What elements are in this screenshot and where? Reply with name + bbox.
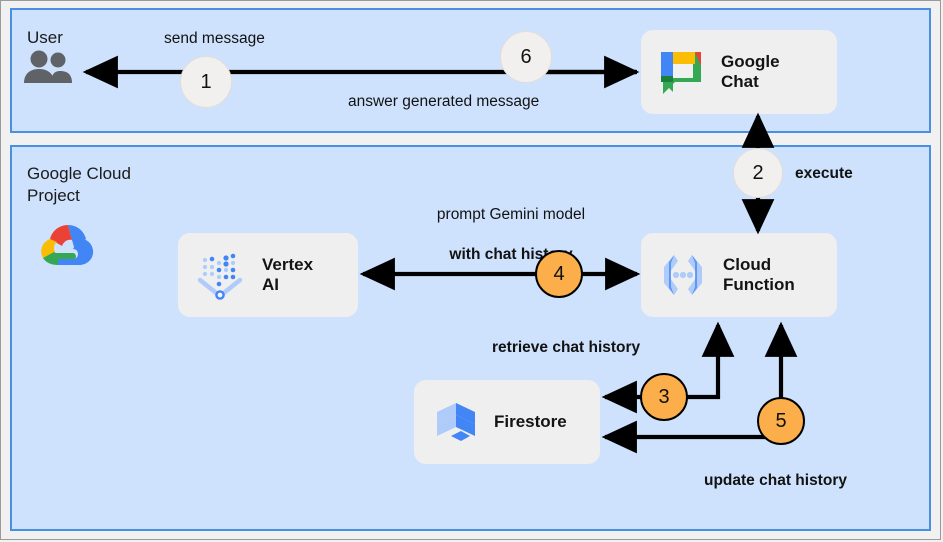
node-google-chat[interactable]: Google Chat	[641, 30, 837, 114]
step-circle-6[interactable]: 6	[500, 31, 552, 83]
step-circle-4[interactable]: 4	[535, 250, 583, 298]
node-firestore[interactable]: Firestore	[414, 380, 600, 464]
node-vertex-ai[interactable]: Vertex AI	[178, 233, 358, 317]
firestore-icon	[430, 396, 482, 448]
node-cloud-function-label: Cloud Function	[723, 254, 795, 294]
node-cloud-function[interactable]: Cloud Function	[641, 233, 837, 317]
cloud-function-icon	[655, 247, 711, 303]
node-vertex-ai-label: Vertex AI	[262, 254, 314, 294]
vertex-ai-icon	[192, 246, 250, 304]
label-execute: execute	[795, 165, 853, 182]
label-send-message: send message	[164, 30, 265, 47]
label-update-chat-history: update chat history	[704, 472, 847, 489]
step-circle-3[interactable]: 3	[640, 373, 688, 421]
step-circle-1[interactable]: 1	[180, 56, 232, 108]
label-retrieve-chat-history: retrieve chat history	[492, 339, 641, 356]
google-cloud-icon	[41, 225, 94, 265]
user-icon	[24, 50, 72, 83]
label-prompt-gemini-line1: prompt Gemini model	[436, 206, 586, 224]
panel-gcp-title: Google Cloud Project	[27, 164, 131, 205]
node-firestore-label: Firestore	[494, 411, 567, 431]
node-google-chat-label: Google Chat	[721, 51, 780, 91]
step-circle-5[interactable]: 5	[757, 397, 805, 445]
label-answer-generated-message: answer generated message	[348, 93, 540, 110]
panel-user-title: User	[27, 28, 63, 47]
google-chat-icon	[655, 46, 707, 98]
step-circle-2[interactable]: 2	[733, 148, 783, 198]
